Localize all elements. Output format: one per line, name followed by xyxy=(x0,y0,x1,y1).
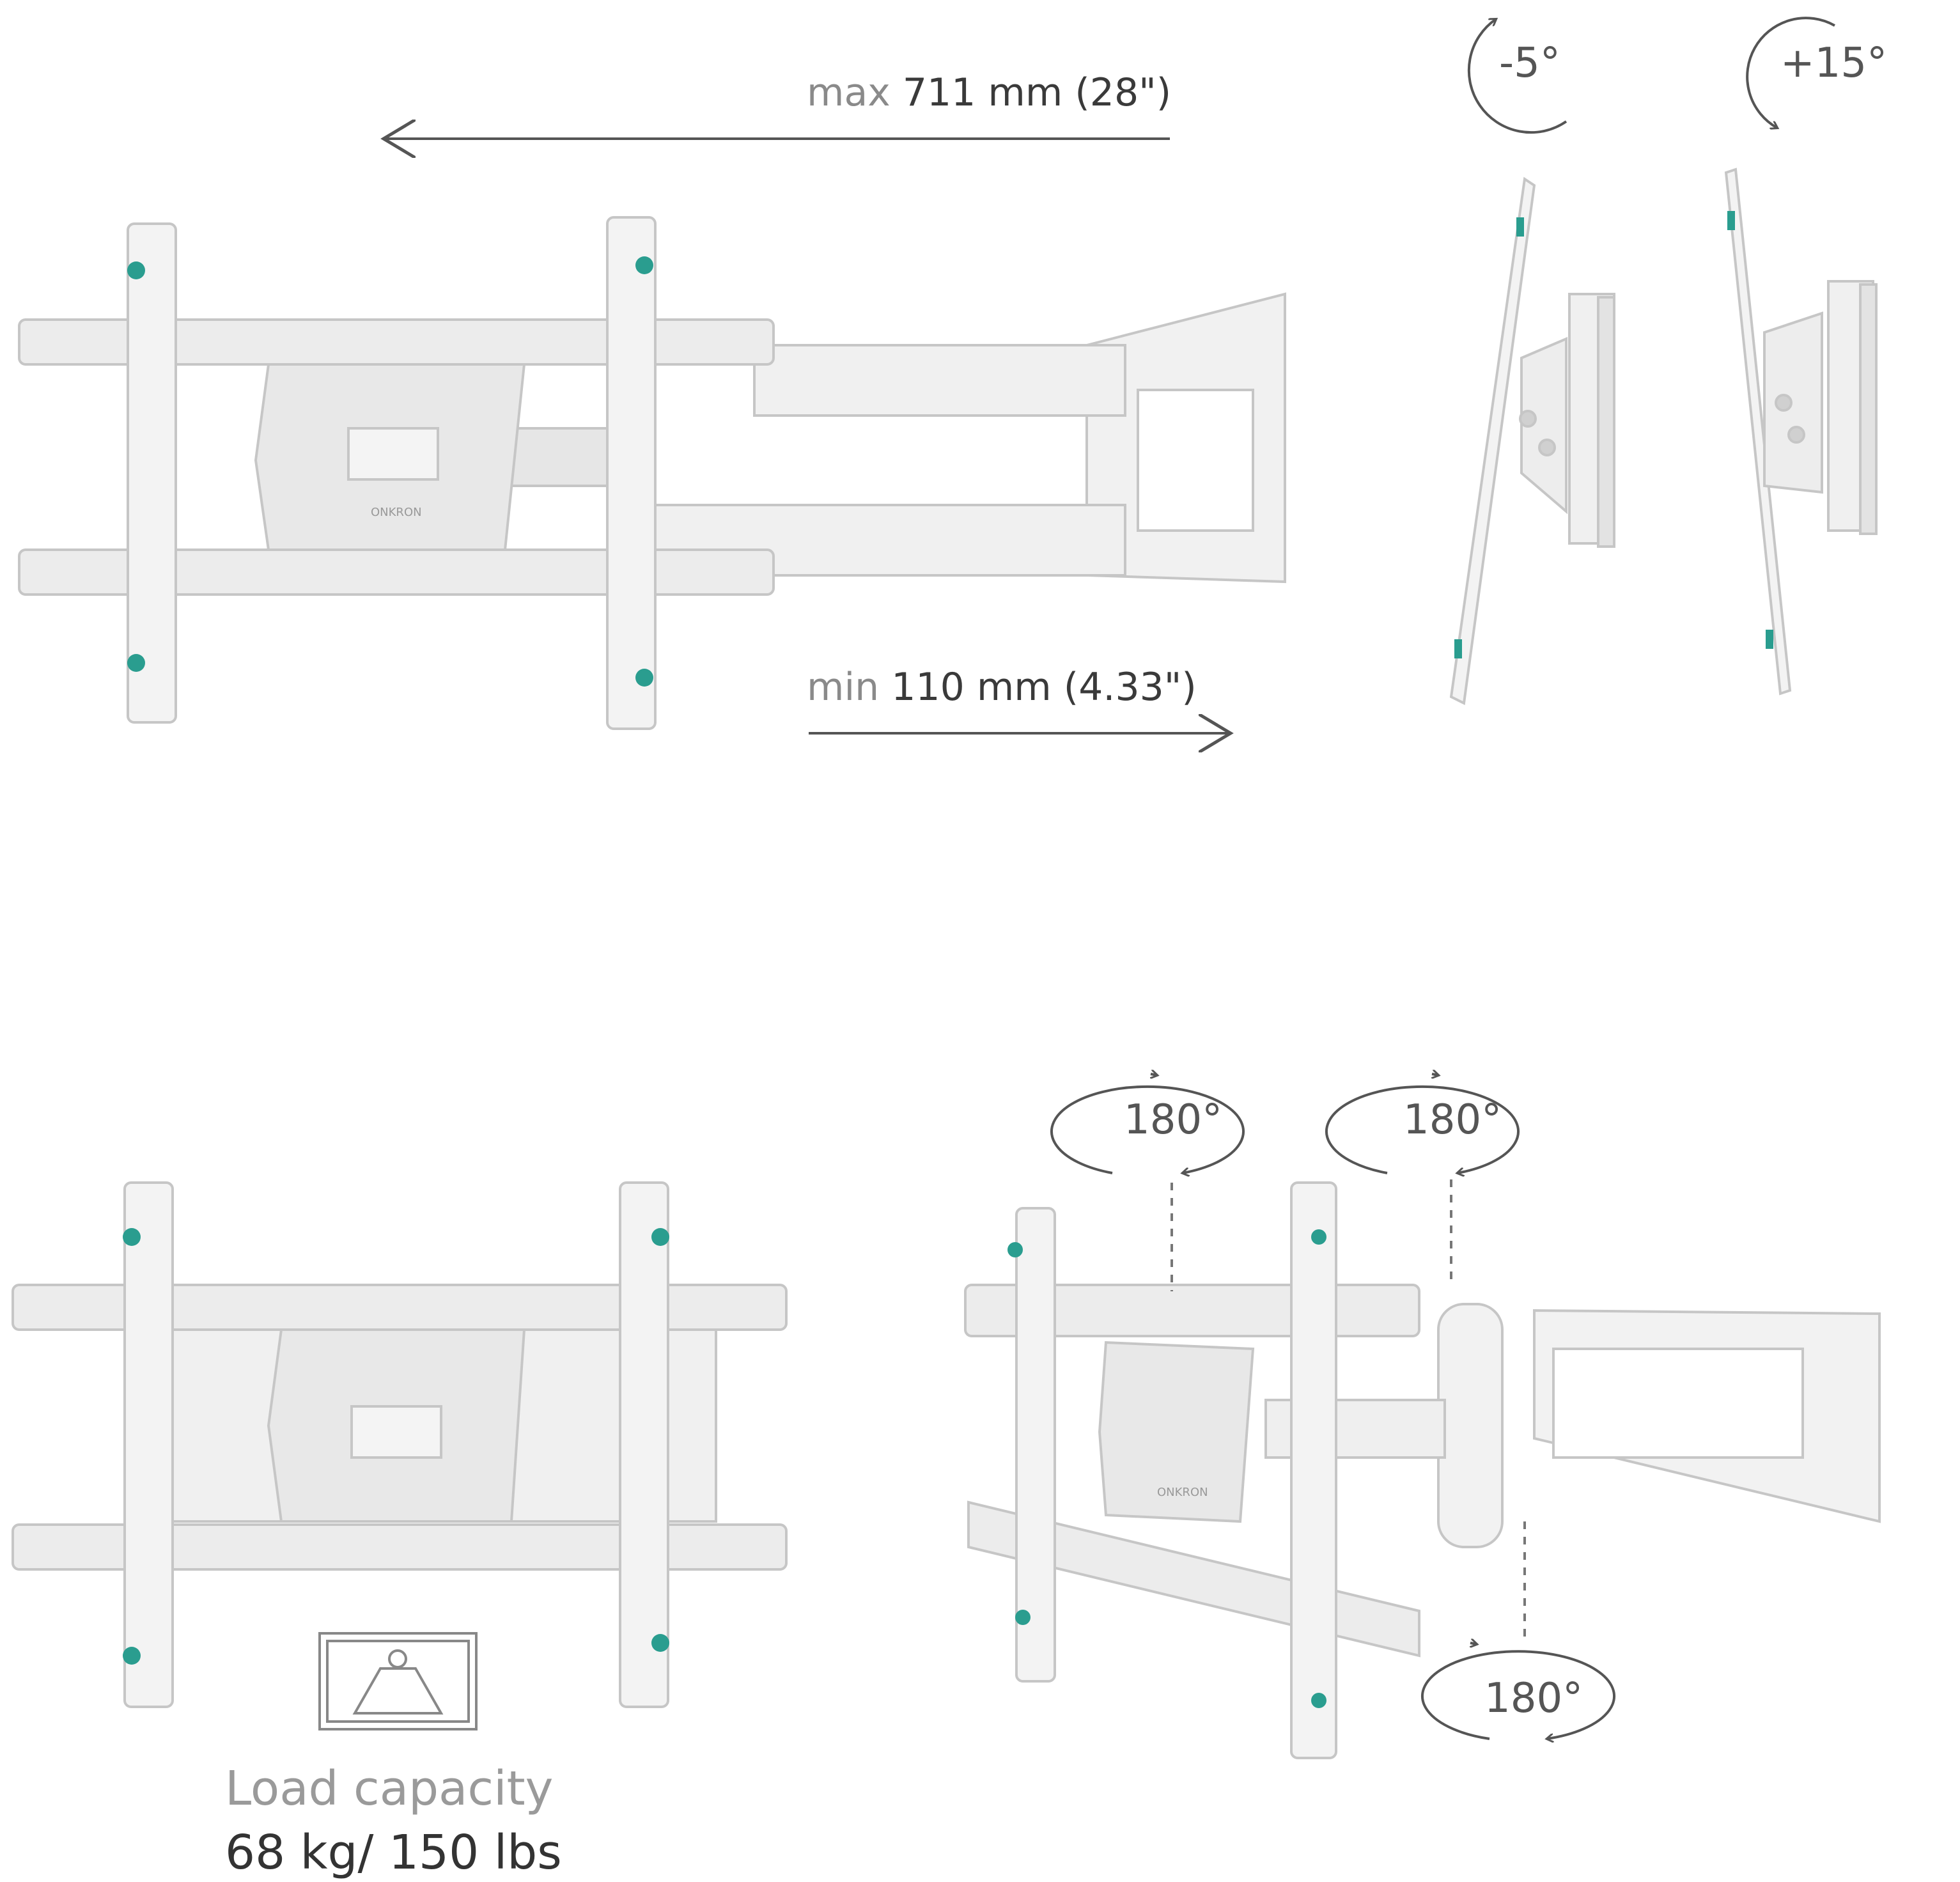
onkron-logo-small: ONKRON xyxy=(371,506,422,519)
tilt-view-forward xyxy=(1724,167,1878,696)
tilt-back-angle: -5° xyxy=(1499,40,1560,87)
min-extension-label: min 110 mm (4.33") xyxy=(807,665,1197,710)
teal-screws-tilt xyxy=(1454,211,1773,658)
min-prefix: min xyxy=(807,665,880,710)
swivel-angle-2: 180° xyxy=(1403,1096,1502,1144)
mount-folded-front xyxy=(12,1181,788,1708)
min-value: 110 mm (4.33") xyxy=(891,665,1197,710)
load-capacity-value: 68 kg/ 150 lbs xyxy=(225,1825,562,1880)
load-capacity-label: Load capacity xyxy=(225,1761,554,1816)
teal-screws-swivel xyxy=(1007,1229,1326,1708)
teal-screws-bottom-left xyxy=(123,1228,669,1665)
tilt-forward-rotation-arrow xyxy=(1746,17,1835,128)
tilt-back-rotation-arrow xyxy=(1467,19,1567,134)
mount-extended-front xyxy=(18,216,1286,730)
swivel-rotation-arrows xyxy=(1050,1074,1615,1739)
mount-swivel-view xyxy=(964,1181,1881,1759)
weight-icon xyxy=(318,1632,478,1730)
max-extension-label: max 711 mm (28") xyxy=(807,70,1171,115)
max-value: 711 mm (28") xyxy=(902,70,1172,115)
swivel-angle-1: 180° xyxy=(1124,1096,1223,1144)
swivel-angle-3: 180° xyxy=(1484,1675,1583,1722)
tilt-forward-angle: +15° xyxy=(1780,40,1888,87)
teal-screws-top-left xyxy=(127,256,653,687)
onkron-logo-swivel: ONKRON xyxy=(1157,1486,1208,1499)
swivel-joint-lines xyxy=(1171,1179,1526,1637)
max-prefix: max xyxy=(807,70,891,115)
tilt-view-back xyxy=(1449,176,1615,706)
